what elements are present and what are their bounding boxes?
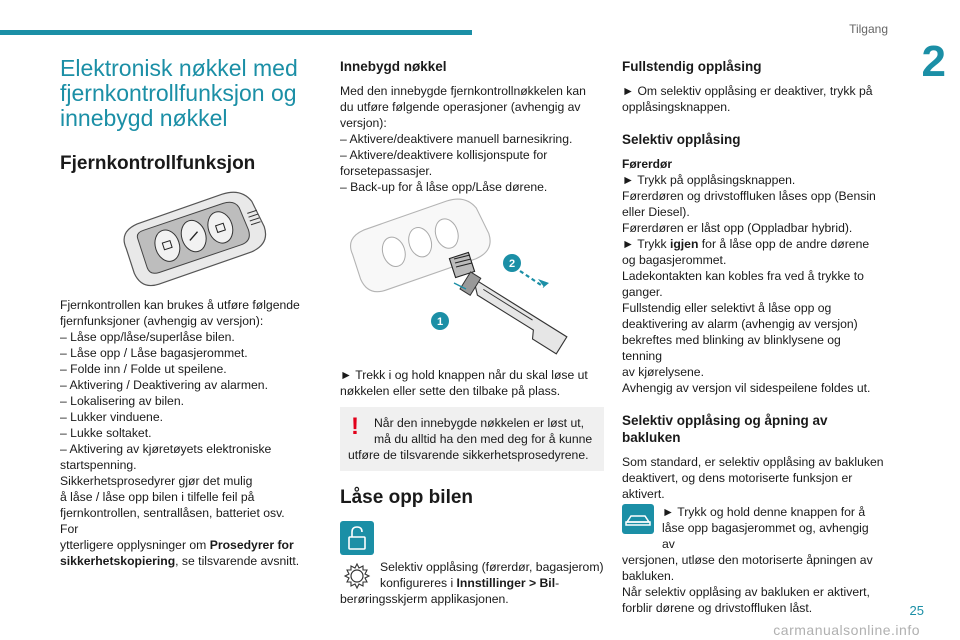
- list-item: – Aktivere/deaktivere manuell barnesikri…: [340, 132, 573, 146]
- text-line: deaktivering av alarm (avhengig av versj…: [622, 317, 858, 331]
- heading-unlock-car: Låse opp bilen: [340, 487, 474, 508]
- text-line: ganger.: [622, 285, 663, 299]
- column-1: Elektronisk nøkkel med fjernkontrollfunk…: [60, 56, 302, 569]
- built-in-key-text: Med den innebygde fjernkontrollnøkkelen …: [340, 83, 604, 195]
- list-item: – Låse opp / Låse bagasjerommet.: [60, 346, 248, 360]
- list-item: – Folde inn / Folde ut speilene.: [60, 362, 227, 376]
- text-line: forsetepassasjer.: [340, 164, 433, 178]
- text-line: berøringsskjerm applikasjonen.: [340, 592, 509, 606]
- column-2: Innebygd nøkkel Med den innebygde fjernk…: [340, 56, 604, 607]
- text-line: sikkerhetskopiering, se tilsvarende avsn…: [60, 553, 302, 569]
- unlock-icon: [340, 521, 374, 555]
- warning-box: ! Når den innebygde nøkkelen er løst ut,…: [340, 407, 604, 471]
- list-item: – Låse opp/låse/superlåse bilen.: [60, 330, 235, 344]
- text-run: ytterligere opplysninger om: [60, 538, 210, 552]
- text-line: fjernkontrollen, sentrallåsen, batteriet…: [60, 506, 285, 536]
- text-line: Når selektiv opplåsing av bakluken er ak…: [622, 585, 870, 599]
- heading-full-unlock: Fullstendig opplåsing: [622, 59, 762, 74]
- callout-1-label: 1: [437, 316, 443, 328]
- text-line: Førerdøren er låst opp (Oppladbar hybrid…: [622, 221, 853, 235]
- text-run: , se tilsvarende avsnitt.: [175, 554, 300, 568]
- procedure-link-text-2: sikkerhetskopiering: [60, 554, 176, 568]
- emphasis-again: igjen: [669, 237, 699, 251]
- text-run: konfigureres i: [380, 576, 457, 590]
- text-line: Som standard, er selektiv opplåsing av b…: [622, 455, 884, 469]
- text-line: forblir dørene og drivstoffluken låst.: [622, 601, 813, 615]
- settings-gear-icon: [340, 559, 374, 593]
- chapter-number: 2: [921, 37, 946, 86]
- text-run: -: [555, 576, 560, 590]
- text-line: Avhengig av versjon vil sidespeilene fol…: [622, 381, 871, 395]
- text-line: Førerdøren og drivstoffluken låses opp (…: [622, 189, 876, 203]
- text-run: ► Trykk: [622, 237, 670, 251]
- text-line: ► Trykk på opplåsingsknappen.: [622, 173, 796, 187]
- text-line: du utføre følgende operasjoner (avhengig…: [340, 100, 581, 114]
- list-item: – Lukke soltaket.: [60, 426, 152, 440]
- page-title: Elektronisk nøkkel med fjernkontrollfunk…: [60, 55, 298, 131]
- config-note: Selektiv opplåsing (førerdør, bagasjerom…: [340, 559, 604, 607]
- heading-tailgate-unlock: Selektiv opplåsing og åpning av bakluken: [622, 413, 828, 445]
- tailgate-step: ► Trykk og hold denne knappen for å låse…: [622, 504, 884, 552]
- procedure-link-text: Prosedyrer for: [209, 538, 294, 552]
- callout-2-label: 2: [509, 258, 515, 270]
- section-label: Tilgang: [849, 22, 888, 36]
- text-line: Med den innebygde fjernkontrollnøkkelen …: [340, 84, 586, 98]
- heading-built-in-key: Innebygd nøkkel: [340, 59, 447, 74]
- text-line: ► Om selektiv opplåsing er deaktiver, tr…: [622, 84, 873, 98]
- callout-1-marker: [431, 312, 449, 330]
- subheading-driver-door: Førerdør: [622, 157, 673, 171]
- text-line: og bagasjerommet.: [622, 253, 727, 267]
- warning-icon: !: [351, 413, 359, 440]
- list-item: – Aktivere/deaktivere kollisjonspute for: [340, 148, 548, 162]
- warning-line: må du alltid ha den med deg for å kunne: [374, 432, 593, 446]
- release-instruction: ► Trekk i og hold knappen når du skal lø…: [340, 367, 604, 399]
- list-item: – Aktivering / Deaktivering av alarmen.: [60, 378, 268, 392]
- list-item: – Lukker vinduene.: [60, 410, 163, 424]
- column-3: Fullstendig opplåsing ► Om selektiv oppl…: [622, 56, 884, 616]
- text-line: ► Trykk og hold denne knappen for å: [662, 505, 866, 519]
- text-line: eller Diesel).: [622, 205, 690, 219]
- top-accent-bar: [0, 30, 472, 35]
- text-line: deaktivert, og dens motoriserte funksjon…: [622, 471, 853, 485]
- watermark: carmanualsonline.info: [773, 622, 920, 638]
- tailgate-icon: [622, 504, 654, 534]
- warning-line: Når den innebygde nøkkelen er løst ut,: [374, 416, 585, 430]
- menu-path: Innstillinger > Bil: [456, 576, 556, 590]
- list-item: – Aktivering av kjøretøyets elektroniske: [60, 442, 272, 456]
- text-line: opplåsingsknappen.: [622, 100, 731, 114]
- text-line: versjonen, utløse den motoriserte åpning…: [622, 553, 873, 567]
- text-line: konfigureres i Innstillinger > Bil-: [380, 575, 604, 591]
- text-line: Sikkerhetsprosedyrer gjør det mulig: [60, 474, 253, 488]
- heading-selective-unlock: Selektiv opplåsing: [622, 132, 741, 147]
- text-run: for å låse opp de andre dørene: [698, 237, 870, 251]
- remote-functions-text: Fjernkontrollen kan brukes å utføre følg…: [60, 297, 302, 569]
- key-fob-image: [123, 191, 267, 287]
- text-line: nøkkelen eller sette den tilbake på plas…: [340, 384, 561, 398]
- text-line: å låse / låse opp bilen i tilfelle feil …: [60, 490, 255, 504]
- text-line: Fullstendig eller selektivt å låse opp o…: [622, 301, 832, 315]
- built-in-key-image: 1 2: [350, 198, 568, 355]
- text-line: aktivert.: [622, 487, 665, 501]
- text-line: ► Trykk igjen for å låse opp de andre dø…: [622, 236, 884, 252]
- list-item: – Back-up for å låse opp/Låse dørene.: [340, 180, 548, 194]
- list-item: – Lokalisering av bilen.: [60, 394, 184, 408]
- text-line: startspenning.: [60, 458, 137, 472]
- callout-2-marker: [503, 254, 521, 272]
- page-number: 25: [909, 603, 924, 618]
- text-line: ytterligere opplysninger om Prosedyrer f…: [60, 537, 302, 553]
- text-line: bekreftes med blinking av blinklysene og…: [622, 333, 841, 363]
- text-line: låse opp bagasjerommet og, avhengig av: [662, 521, 869, 551]
- text-line: bakluken.: [622, 569, 675, 583]
- text-line: ► Trekk i og hold knappen når du skal lø…: [340, 368, 588, 382]
- heading-remote: Fjernkontrollfunksjon: [60, 153, 256, 174]
- text-line: av kjørelysene.: [622, 365, 704, 379]
- text-line: Ladekontakten kan kobles fra ved å trykk…: [622, 269, 864, 283]
- text-line: Selektiv opplåsing (førerdør, bagasjerom…: [380, 560, 604, 574]
- text-line: versjon):: [340, 116, 387, 130]
- text-line: fjernfunksjoner (avhengig av versjon):: [60, 314, 264, 328]
- warning-line: utføre de tilsvarende sikkerhetsprosedyr…: [348, 448, 589, 462]
- text-line: Fjernkontrollen kan brukes å utføre følg…: [60, 298, 300, 312]
